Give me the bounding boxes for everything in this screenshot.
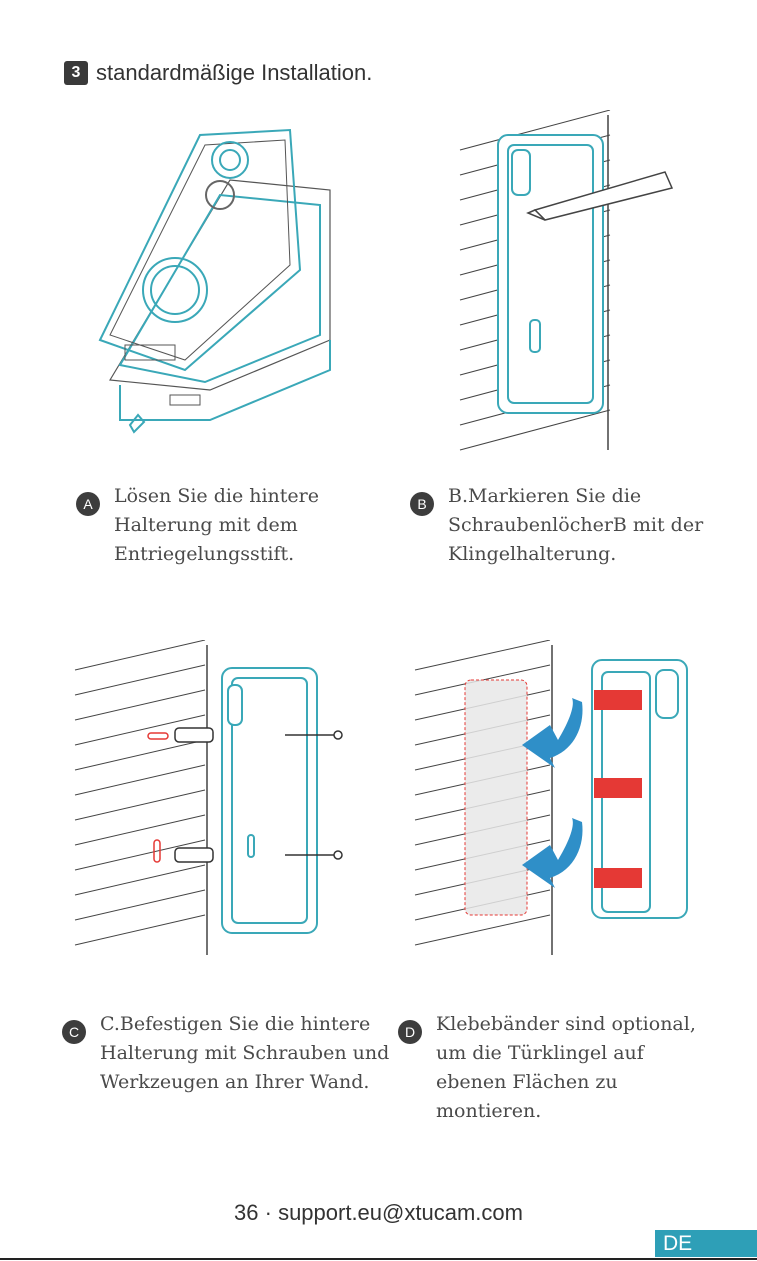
step-b-text: B.Markieren Sie die SchraubenlöcherB mit… — [448, 485, 704, 565]
section-title: standardmäßige Installation. — [96, 60, 373, 85]
page-footer: 36 · support.eu@xtucam.com — [234, 1200, 523, 1225]
step-letter-a: A — [76, 492, 100, 516]
step-c-text: C.Befestigen Sie die hintere Halterung m… — [100, 1013, 390, 1093]
step-number-badge: 3 — [64, 61, 88, 85]
illustration-b — [459, 110, 674, 451]
illustration-d — [414, 640, 688, 955]
step-letter-b: B — [410, 492, 434, 516]
step-b-caption: B B.Markieren Sie die SchraubenlöcherB m… — [410, 482, 730, 569]
step-letter-c: C — [62, 1020, 86, 1044]
step-d-caption: D Klebebänder sind optional, um die Türk… — [398, 1010, 738, 1126]
step-a-text: Lösen Sie die hintere Halterung mit dem … — [114, 485, 319, 565]
step-a-caption: A Lösen Sie die hintere Halterung mit de… — [76, 482, 396, 569]
illustration-c — [74, 640, 343, 955]
bottom-divider — [0, 1258, 757, 1260]
step-c-caption: C C.Befestigen Sie die hintere Halterung… — [62, 1010, 392, 1097]
step-letter-d: D — [398, 1020, 422, 1044]
section-header: 3 standardmäßige Installation. — [64, 60, 372, 86]
step-d-text: Klebebänder sind optional, um die Türkli… — [436, 1013, 696, 1122]
illustration-a — [98, 128, 331, 434]
language-tag: DE — [655, 1230, 757, 1257]
